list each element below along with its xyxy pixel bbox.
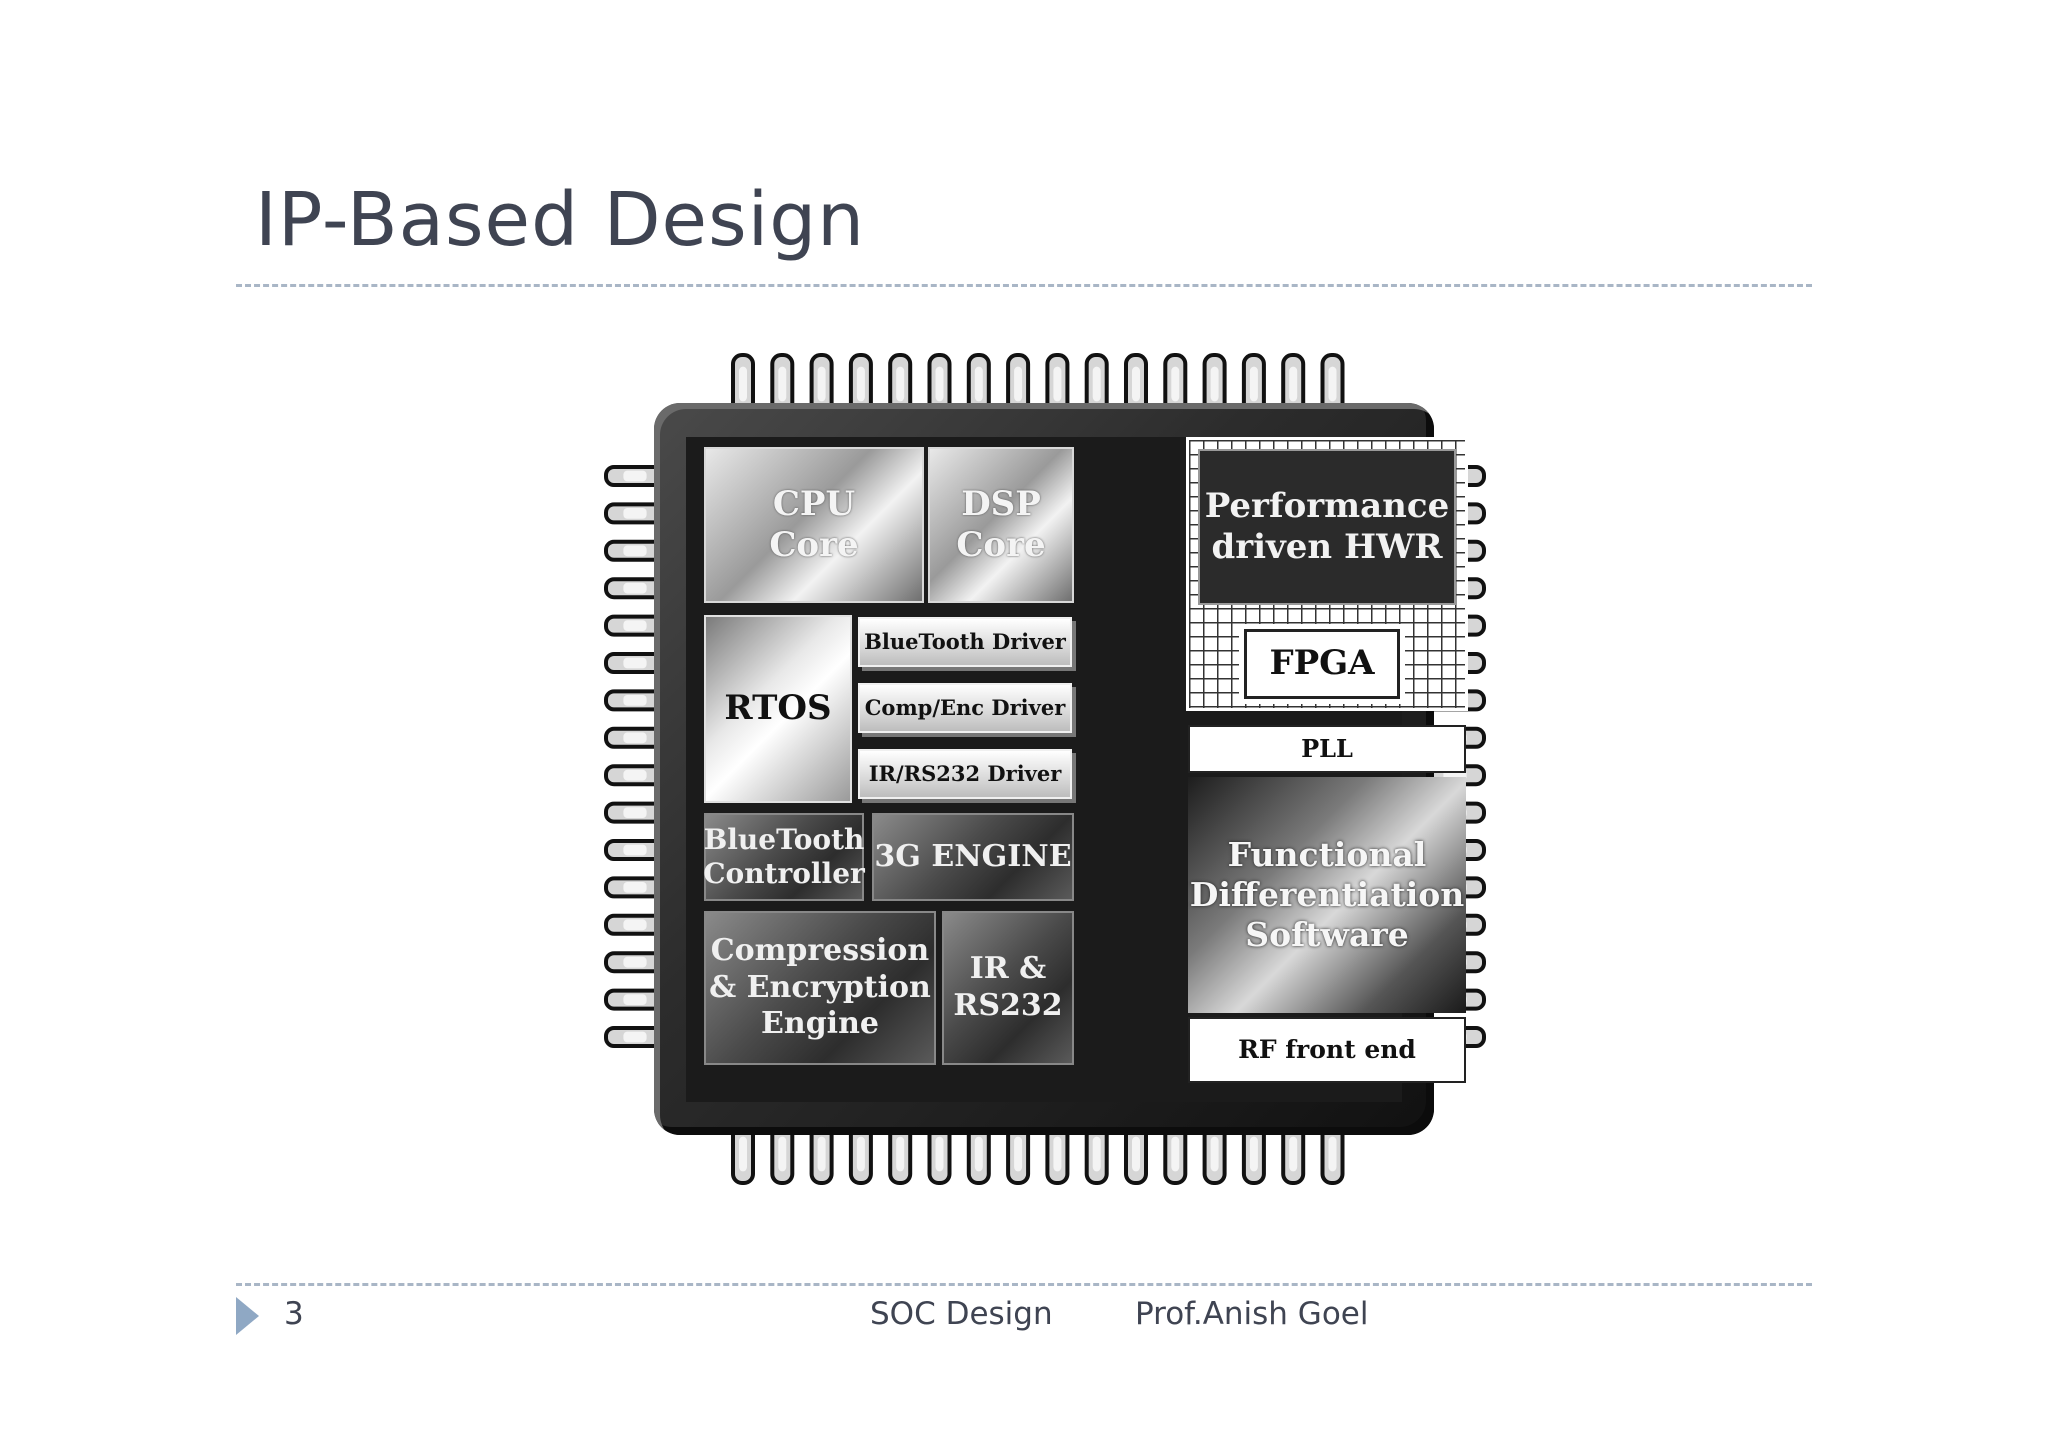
compression-line3: Engine: [761, 1006, 879, 1042]
compression-encryption-engine-block: Compression & Encryption Engine: [704, 911, 936, 1065]
performance-hwr-block: Performance driven HWR: [1198, 449, 1456, 605]
soc-chip-diagram: CPU Core DSP Core RTOS BlueTooth Driver …: [600, 345, 1490, 1195]
performance-line1: Performance: [1204, 485, 1450, 526]
chip-pin-highlight: [623, 582, 647, 594]
dsp-core-line1: DSP: [961, 483, 1041, 524]
chip-pin-highlight: [856, 366, 865, 402]
chip-pin-highlight: [1171, 366, 1180, 402]
chip-pin-highlight: [1210, 1136, 1219, 1172]
chip-pin-highlight: [623, 994, 647, 1005]
cpu-core-line2: Core: [769, 525, 859, 565]
chip-pin-highlight: [1092, 1136, 1101, 1172]
chip-pin-highlight: [935, 1136, 944, 1172]
chip-pin-highlight: [1289, 366, 1298, 402]
functional-line1: Functional: [1227, 834, 1427, 874]
chip-pin-highlight: [896, 366, 905, 402]
chip-pin-highlight: [1132, 1136, 1140, 1172]
ir-rs232-line1: IR &: [969, 951, 1047, 987]
chip-pin-highlight: [856, 1136, 865, 1172]
chip-pin-highlight: [935, 366, 944, 402]
chip-pin-highlight: [974, 1136, 983, 1172]
chip-pin-highlight: [623, 844, 647, 856]
chip-pin-highlight: [1328, 1136, 1337, 1172]
footer-divider: [236, 1283, 1812, 1286]
compression-line2: & Encryption: [709, 969, 931, 1005]
chip-pin-highlight: [623, 695, 647, 706]
dsp-core-line2: Core: [956, 525, 1046, 565]
rf-front-end-block: RF front end: [1188, 1017, 1466, 1083]
chip-pin-highlight: [623, 508, 647, 519]
chip-pin-highlight: [1171, 1136, 1180, 1172]
chip-pin-highlight: [1210, 366, 1219, 402]
chip-pin-highlight: [974, 366, 983, 402]
chip-pin-highlight: [778, 1136, 787, 1172]
dsp-core-block: DSP Core: [928, 447, 1074, 603]
chip-pin-highlight: [1328, 366, 1337, 402]
chip-pin-highlight: [623, 657, 647, 669]
chip-pin-highlight: [623, 769, 647, 781]
bluetooth-controller-block: BlueTooth Controller: [703, 813, 865, 901]
bt-controller-line2: Controller: [703, 857, 865, 890]
bluetooth-driver-block: BlueTooth Driver: [858, 617, 1072, 667]
chip-pin-highlight: [623, 732, 647, 744]
footer-author: Prof.Anish Goel: [1135, 1296, 1369, 1332]
chip-pin-highlight: [739, 366, 747, 402]
ir-rs232-block: IR & RS232: [942, 911, 1074, 1065]
performance-line2: driven HWR: [1211, 527, 1443, 567]
chip-pin-highlight: [623, 545, 647, 557]
chip-pin-highlight: [896, 1136, 905, 1172]
chip-pin-highlight: [623, 620, 647, 631]
chip-pin-highlight: [739, 1136, 747, 1172]
chip-pin-highlight: [1053, 1136, 1062, 1172]
functional-line3: Software: [1245, 915, 1409, 955]
chip-pin-highlight: [1014, 1136, 1023, 1172]
page-number: 3: [284, 1296, 304, 1332]
chip-pin-highlight: [623, 882, 647, 893]
pll-block: PLL: [1188, 725, 1466, 773]
chip-pin-highlight: [778, 366, 787, 402]
chip-pin-highlight: [623, 1031, 647, 1043]
slide-title: IP-Based Design: [255, 177, 866, 263]
rtos-block: RTOS: [704, 615, 852, 803]
chip-pin-highlight: [817, 1136, 826, 1172]
bt-controller-line1: BlueTooth: [703, 822, 865, 856]
chip-pin-highlight: [1249, 1136, 1258, 1172]
ir-rs232-line2: RS232: [953, 988, 1063, 1023]
cpu-core-line1: CPU: [772, 483, 856, 524]
footer-arrow-icon: [236, 1297, 259, 1335]
chip-pin-highlight: [623, 919, 647, 931]
footer-course: SOC Design: [870, 1296, 1053, 1332]
comp-enc-driver-block: Comp/Enc Driver: [858, 683, 1072, 733]
ir-rs232-driver-block: IR/RS232 Driver: [858, 749, 1072, 799]
chip-pin-highlight: [1289, 1136, 1298, 1172]
chip-pin-highlight: [1132, 366, 1140, 402]
chip-pin-highlight: [817, 366, 826, 402]
chip-pin-highlight: [623, 956, 647, 968]
chip-pin-highlight: [1014, 366, 1023, 402]
chip-die: CPU Core DSP Core RTOS BlueTooth Driver …: [686, 437, 1468, 1102]
3g-engine-block: 3G ENGINE: [872, 813, 1074, 901]
cpu-core-block: CPU Core: [704, 447, 924, 603]
fpga-block: FPGA: [1244, 629, 1400, 699]
title-divider: [236, 284, 1812, 287]
chip-pin-highlight: [623, 807, 647, 818]
chip-pin-highlight: [1053, 366, 1062, 402]
chip-pin-highlight: [1249, 366, 1258, 402]
functional-differentiation-software-block: Functional Differentiation Software: [1188, 777, 1466, 1013]
functional-line2: Differentiation: [1189, 874, 1465, 914]
chip-pin-highlight: [1092, 366, 1101, 402]
chip-pin-highlight: [623, 470, 647, 482]
compression-line1: Compression: [710, 933, 930, 969]
